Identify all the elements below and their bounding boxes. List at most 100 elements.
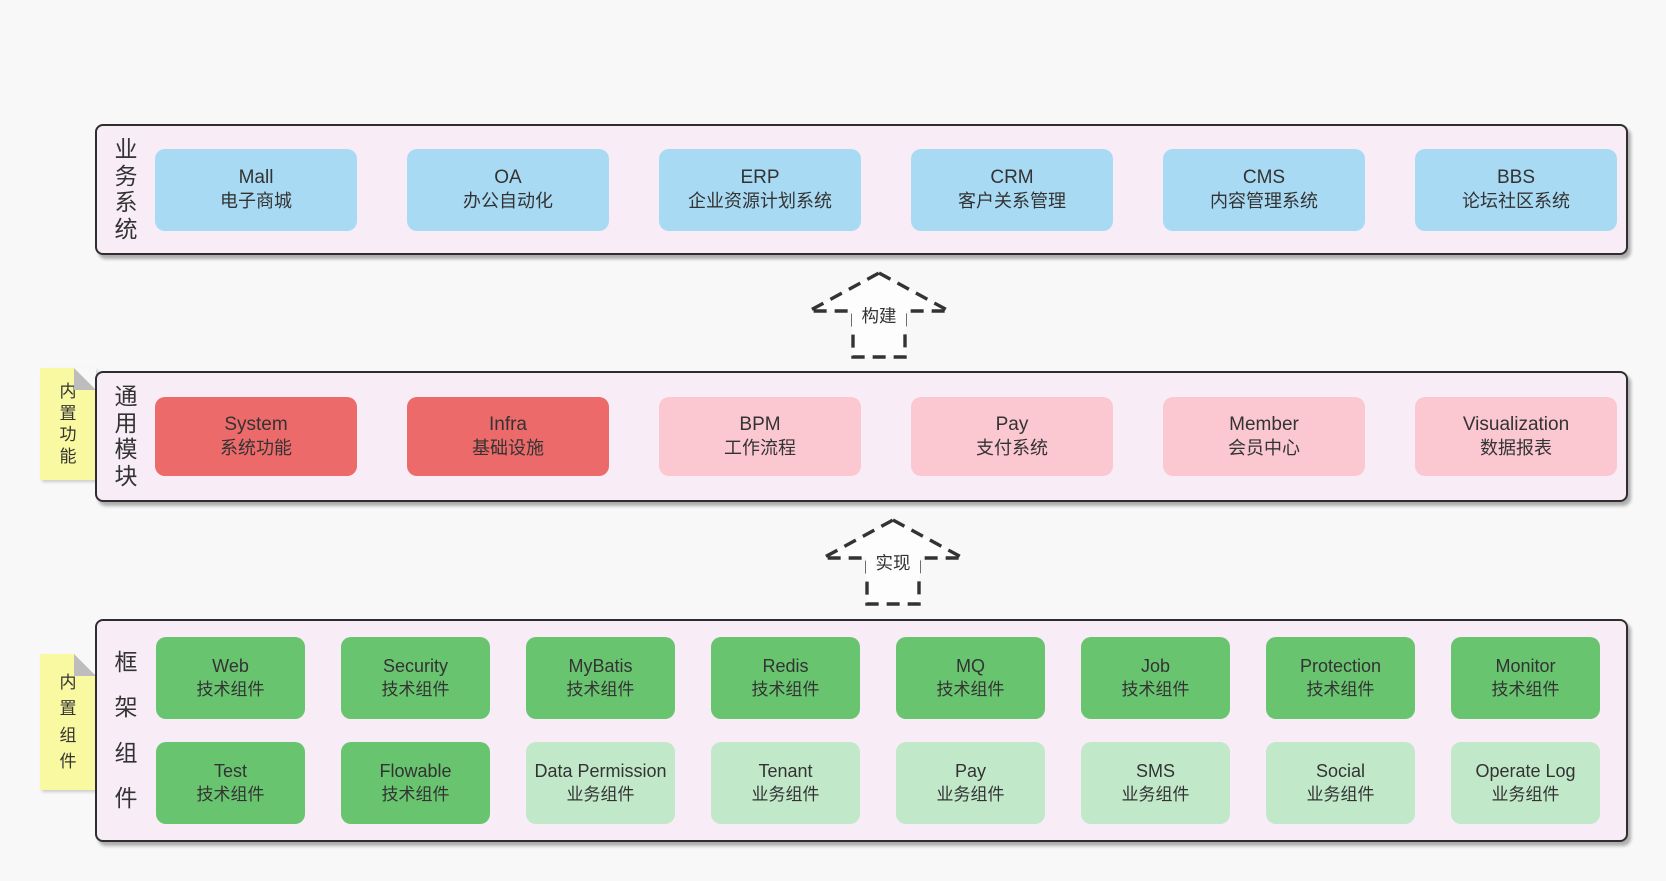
box-name-en: Job — [1140, 655, 1171, 676]
box-name-zh: 技术组件 — [566, 679, 635, 699]
layer-label-char: 通 — [114, 382, 138, 409]
box-name-zh: 会员中心 — [1228, 438, 1300, 459]
box-name-zh: 办公自动化 — [463, 191, 553, 212]
box-name-zh: 支付系统 — [976, 438, 1048, 459]
box-name-en: Protection — [1299, 655, 1382, 676]
box-name-zh: 业务组件 — [1306, 784, 1375, 804]
arrow-label-bg — [866, 549, 920, 576]
implement-arrow-up-icon: 实现 — [822, 518, 964, 606]
box-name-en: Infra — [488, 414, 528, 436]
box-name-zh: 基础设施 — [472, 438, 544, 459]
sticky-tab-common-modules: 内置功能 — [40, 368, 96, 480]
sticky-tab-char: 功 — [59, 425, 77, 445]
box-name-zh: 系统功能 — [220, 438, 292, 459]
box-operate-log: Operate Log 业务组件 — [1451, 742, 1600, 824]
box-name-en: Mall — [238, 167, 274, 189]
box-name-zh: 技术组件 — [936, 679, 1005, 699]
box-name-en: Visualization — [1462, 414, 1570, 436]
box-name-en: Security — [382, 655, 449, 676]
sticky-tab-char: 件 — [59, 752, 77, 772]
arrow-label: 实现 — [876, 553, 911, 573]
box-name-zh: 业务组件 — [1491, 784, 1560, 804]
box-name-zh: 技术组件 — [196, 784, 265, 804]
box-name-zh: 技术组件 — [1491, 679, 1560, 699]
box-name-en: Flowable — [379, 760, 452, 781]
box-name-zh: 业务组件 — [566, 784, 635, 804]
sticky-tab-char: 内 — [59, 672, 77, 692]
box-name-en: OA — [494, 167, 522, 189]
box-name-zh: 电子商城 — [220, 191, 292, 212]
box-name-zh: 业务组件 — [936, 784, 1005, 804]
box-name-en: Monitor — [1495, 655, 1556, 676]
layer-label-char: 业 — [114, 135, 138, 162]
box-flowable: Flowable 技术组件 — [341, 742, 490, 824]
arrow-label: 构建 — [862, 306, 897, 326]
layer-label-char: 统 — [114, 216, 138, 243]
box-name-zh: 业务组件 — [751, 784, 820, 804]
box-name-zh: 客户关系管理 — [958, 191, 1066, 212]
box-name-en: ERP — [740, 167, 780, 189]
layer-label-char: 架 — [114, 694, 138, 721]
box-job: Job 技术组件 — [1081, 637, 1230, 719]
box-name-en: Tenant — [758, 760, 813, 781]
box-name-en: CMS — [1242, 167, 1286, 189]
box-name-en: CRM — [990, 167, 1034, 189]
layer-label-business-systems: 业务系统 — [97, 126, 155, 253]
box-name-en: Operate Log — [1475, 760, 1576, 781]
layer-label-char: 组 — [114, 739, 138, 766]
box-name-zh: 技术组件 — [196, 679, 265, 699]
box-mq: MQ 技术组件 — [896, 637, 1045, 719]
box-name-zh: 工作流程 — [724, 438, 796, 459]
sticky-tab-char: 置 — [59, 403, 77, 423]
box-name-en: MQ — [956, 655, 985, 676]
layer-label-char: 务 — [114, 162, 138, 189]
box-name-zh: 技术组件 — [1121, 679, 1190, 699]
box-test: Test 技术组件 — [156, 742, 305, 824]
layer-label-char: 模 — [114, 436, 138, 463]
box-name-zh: 业务组件 — [1121, 784, 1190, 804]
sticky-tab-char: 置 — [59, 699, 77, 719]
box-tenant: Tenant 业务组件 — [711, 742, 860, 824]
sticky-tab-char: 组 — [59, 725, 77, 745]
box-name-en: Member — [1229, 414, 1299, 436]
box-name-en: BPM — [739, 414, 781, 436]
box-name-zh: 论坛社区系统 — [1462, 191, 1570, 212]
layer-label-common-modules: 通用模块 — [97, 373, 155, 500]
sticky-tab-framework-components: 内置组件 — [40, 654, 96, 790]
box-name-zh: 技术组件 — [381, 784, 450, 804]
layer-label-char: 件 — [114, 784, 138, 811]
box-data-permission: Data Permission 业务组件 — [526, 742, 675, 824]
layer-label-char: 框 — [114, 649, 138, 676]
box-name-zh: 技术组件 — [381, 679, 450, 699]
box-name-en: Data Permission — [534, 760, 667, 781]
box-name-en: Test — [213, 760, 247, 781]
layer-label-framework-components: 框架组件 — [97, 621, 155, 840]
box-name-en: Redis — [762, 655, 809, 676]
layer-label-char: 块 — [114, 463, 138, 490]
box-sms: SMS 业务组件 — [1081, 742, 1230, 824]
box-name-en: SMS — [1135, 760, 1175, 781]
